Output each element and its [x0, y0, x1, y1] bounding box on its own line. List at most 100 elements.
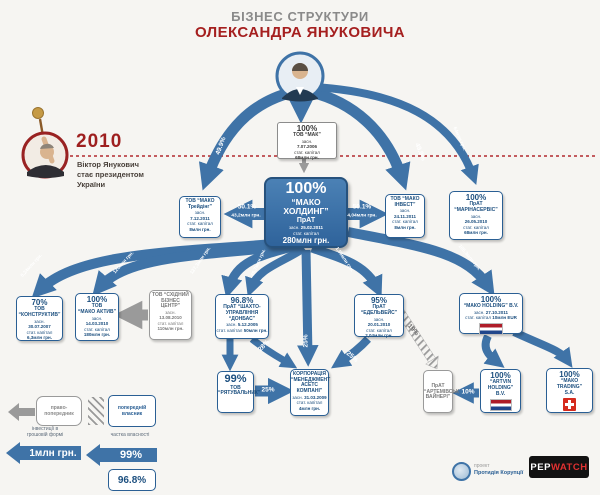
- legend-invest-arrow: 1млн грн.: [6, 441, 82, 465]
- switzerland-flag-icon: [563, 398, 576, 412]
- company-name: БІЗНЕС: [161, 297, 180, 304]
- edge-label: 10%: [461, 388, 475, 396]
- founded-label: засн.: [473, 310, 485, 316]
- company-name: B.V.: [495, 390, 506, 397]
- ownership-percent: 70%: [31, 298, 48, 307]
- oleksandr-yanukovych-photo: [275, 51, 325, 102]
- founded-date: 7.12.2011: [190, 215, 210, 221]
- founded-date: 30.07.2007: [28, 324, 51, 330]
- founded-label: засн.: [165, 310, 176, 316]
- node-tov-mak: 100% ТОВ “МАК” засн. 7.07.2006 стат. кап…: [277, 122, 337, 160]
- company-name: “МАКО АКТИВ”: [77, 309, 117, 316]
- edge-label: 50.1%: [237, 203, 257, 211]
- pepwatch-logo-text: WATCH: [550, 461, 588, 473]
- capital-label: стат. капітал: [463, 224, 489, 230]
- anticorruption-project-logo-icon[interactable]: [452, 462, 471, 481]
- company-name: “РЯТУВАЛЬНИК”: [218, 390, 261, 397]
- legend-share-caption: частка власності: [110, 432, 150, 438]
- legend-predecessor-box: право- попередник: [36, 396, 82, 426]
- capital-value: 280млн грн.: [282, 235, 330, 245]
- company-name: “МАКО: [560, 378, 579, 385]
- founded-date: 5.12.2005: [237, 322, 258, 328]
- ownership-percent: 99%: [224, 373, 247, 385]
- node-artvin-holding-bv: 100% “ARTVIN HOLDING” B.V.: [480, 369, 521, 413]
- capital-label: стат. капітал: [26, 329, 53, 335]
- capital-value: 110млн грн.: [157, 326, 184, 332]
- node-mako-trading-sa: 100% “МАКО TRADING” S.A.: [546, 368, 593, 413]
- legend-text: грошовій формі: [26, 432, 64, 439]
- founded-date: 27.10.2011: [485, 310, 509, 316]
- capital-label: стат. капітал: [157, 320, 184, 326]
- company-name: ЦЕНТР”: [160, 303, 181, 310]
- edge-label: 4,04млн грн.: [347, 213, 377, 219]
- capital-value: 180млн грн.: [83, 331, 111, 337]
- ownership-percent: 100%: [285, 180, 327, 197]
- company-name: ІНВЕСТ”: [394, 201, 416, 208]
- capital-label: стат. капітал: [392, 219, 418, 225]
- ownership-percent: 100%: [296, 124, 318, 133]
- node-shakhtoupravlinnia-donbas: 96.8% ПрАТ “ШАХТО- УПРАВЛІННЯ “ДОНБАС” з…: [215, 294, 269, 339]
- title-line2: ОЛЕКСАНДРА ЯНУКОВИЧА: [194, 24, 406, 41]
- timeline-caption: Віктор Янукович стає президентом України: [77, 160, 144, 190]
- company-name: “КОНСТРУКТИВ”: [18, 312, 61, 319]
- capital-value: 50млн грн.: [243, 327, 268, 333]
- founded-date: 7.07.2006: [296, 144, 318, 150]
- project-word: проект: [474, 463, 490, 469]
- company-type: ПрАТ: [372, 304, 386, 311]
- netherlands-flag-icon: [489, 399, 512, 412]
- predecessor-arrows: [113, 159, 310, 330]
- title-line1: БІЗНЕС СТРУКТУРИ: [231, 9, 369, 24]
- node-management-assets-company: КОРПОРАЦІЯ “МЕНЕДЖМЕНТ АСЕТС КОМПАНІ” за…: [290, 369, 331, 416]
- ownership-percent: 95%: [370, 296, 387, 305]
- node-konstruktyv: 70% ТОВ “КОНСТРУКТИВ” засн. 30.07.2007 с…: [16, 296, 63, 341]
- founded-date: 26.05.2010: [464, 219, 488, 225]
- founded-date: 13.08.2010: [159, 315, 182, 321]
- legend-text: власник: [121, 411, 143, 417]
- ownership-percent: 96.8%: [230, 296, 254, 305]
- founded-date: 20.01.2010: [367, 322, 391, 328]
- company-name: ХОЛДИНГ”: [283, 206, 329, 217]
- company-type: ТОВ: [91, 303, 103, 310]
- legend-text: попередник: [44, 411, 74, 417]
- pepwatch-logo-text: PEP: [530, 461, 551, 473]
- node-mako-holding-bv: 100% “МАКО HOLDING” B.V. засн. 27.10.201…: [459, 293, 523, 335]
- ownership-percent: 100%: [490, 371, 511, 380]
- capital-label: стат. капітал: [84, 326, 110, 332]
- founded-label: засн.: [194, 210, 206, 216]
- node-mako-invest: ТОВ “МАКО ІНВЕСТ” засн. 24.11.2011 стат.…: [385, 194, 425, 238]
- capital-label: стат. капітал: [465, 315, 491, 321]
- founded-label: засн.: [301, 139, 313, 145]
- company-name: “АРТЕМІВСЬК: [424, 388, 459, 395]
- capital-value: 10млн EUR: [492, 315, 517, 321]
- node-marinaservice: 100% ПрАТ “МАРІНАСЕРВІС” засн. 26.05.201…: [449, 191, 503, 240]
- company-type: ПрАТ: [296, 217, 316, 225]
- company-name: “МАКО: [291, 196, 321, 207]
- ownership-percent: 100%: [465, 193, 487, 202]
- capital-value: 6,3млн грн.: [26, 334, 52, 340]
- founded-label: засн.: [399, 208, 411, 214]
- hatch-pattern-icon: [88, 397, 104, 425]
- company-name: “МЕНЕДЖМЕНТ: [291, 376, 331, 383]
- netherlands-flag-icon: [479, 322, 503, 335]
- founded-date: 24.11.2011: [393, 213, 417, 219]
- founded-label: засн.: [373, 316, 385, 322]
- legend-invest-caption: інвестиції в грошовій формі: [6, 426, 84, 439]
- company-name: Трейдінг”: [188, 203, 212, 210]
- caption-line: Віктор Янукович: [77, 160, 139, 169]
- edge-label: 43,2млн грн.: [231, 213, 261, 219]
- timeline-year: 2010: [76, 131, 123, 152]
- capital-value: 4млн грн.: [298, 405, 321, 411]
- founded-label: засн.: [91, 315, 103, 321]
- company-name: ТОВ “МАКО: [185, 198, 215, 204]
- company-name: “ДОНБАС”: [228, 315, 256, 322]
- ownership-percent: 100%: [480, 295, 502, 304]
- company-name: “ЕДЕЛЬВЕЙС”: [360, 310, 398, 317]
- company-type: ТОВ: [230, 384, 241, 391]
- company-name: “МАРІНАСЕРВІС”: [454, 207, 498, 214]
- company-name: “МАКО HOLDING” B.V.: [463, 303, 519, 310]
- ownership-percent: 100%: [559, 370, 580, 379]
- founded-label: засн.: [288, 225, 300, 231]
- node-riatuvalnyk: 99% ТОВ “РЯТУВАЛЬНИК”: [217, 371, 261, 413]
